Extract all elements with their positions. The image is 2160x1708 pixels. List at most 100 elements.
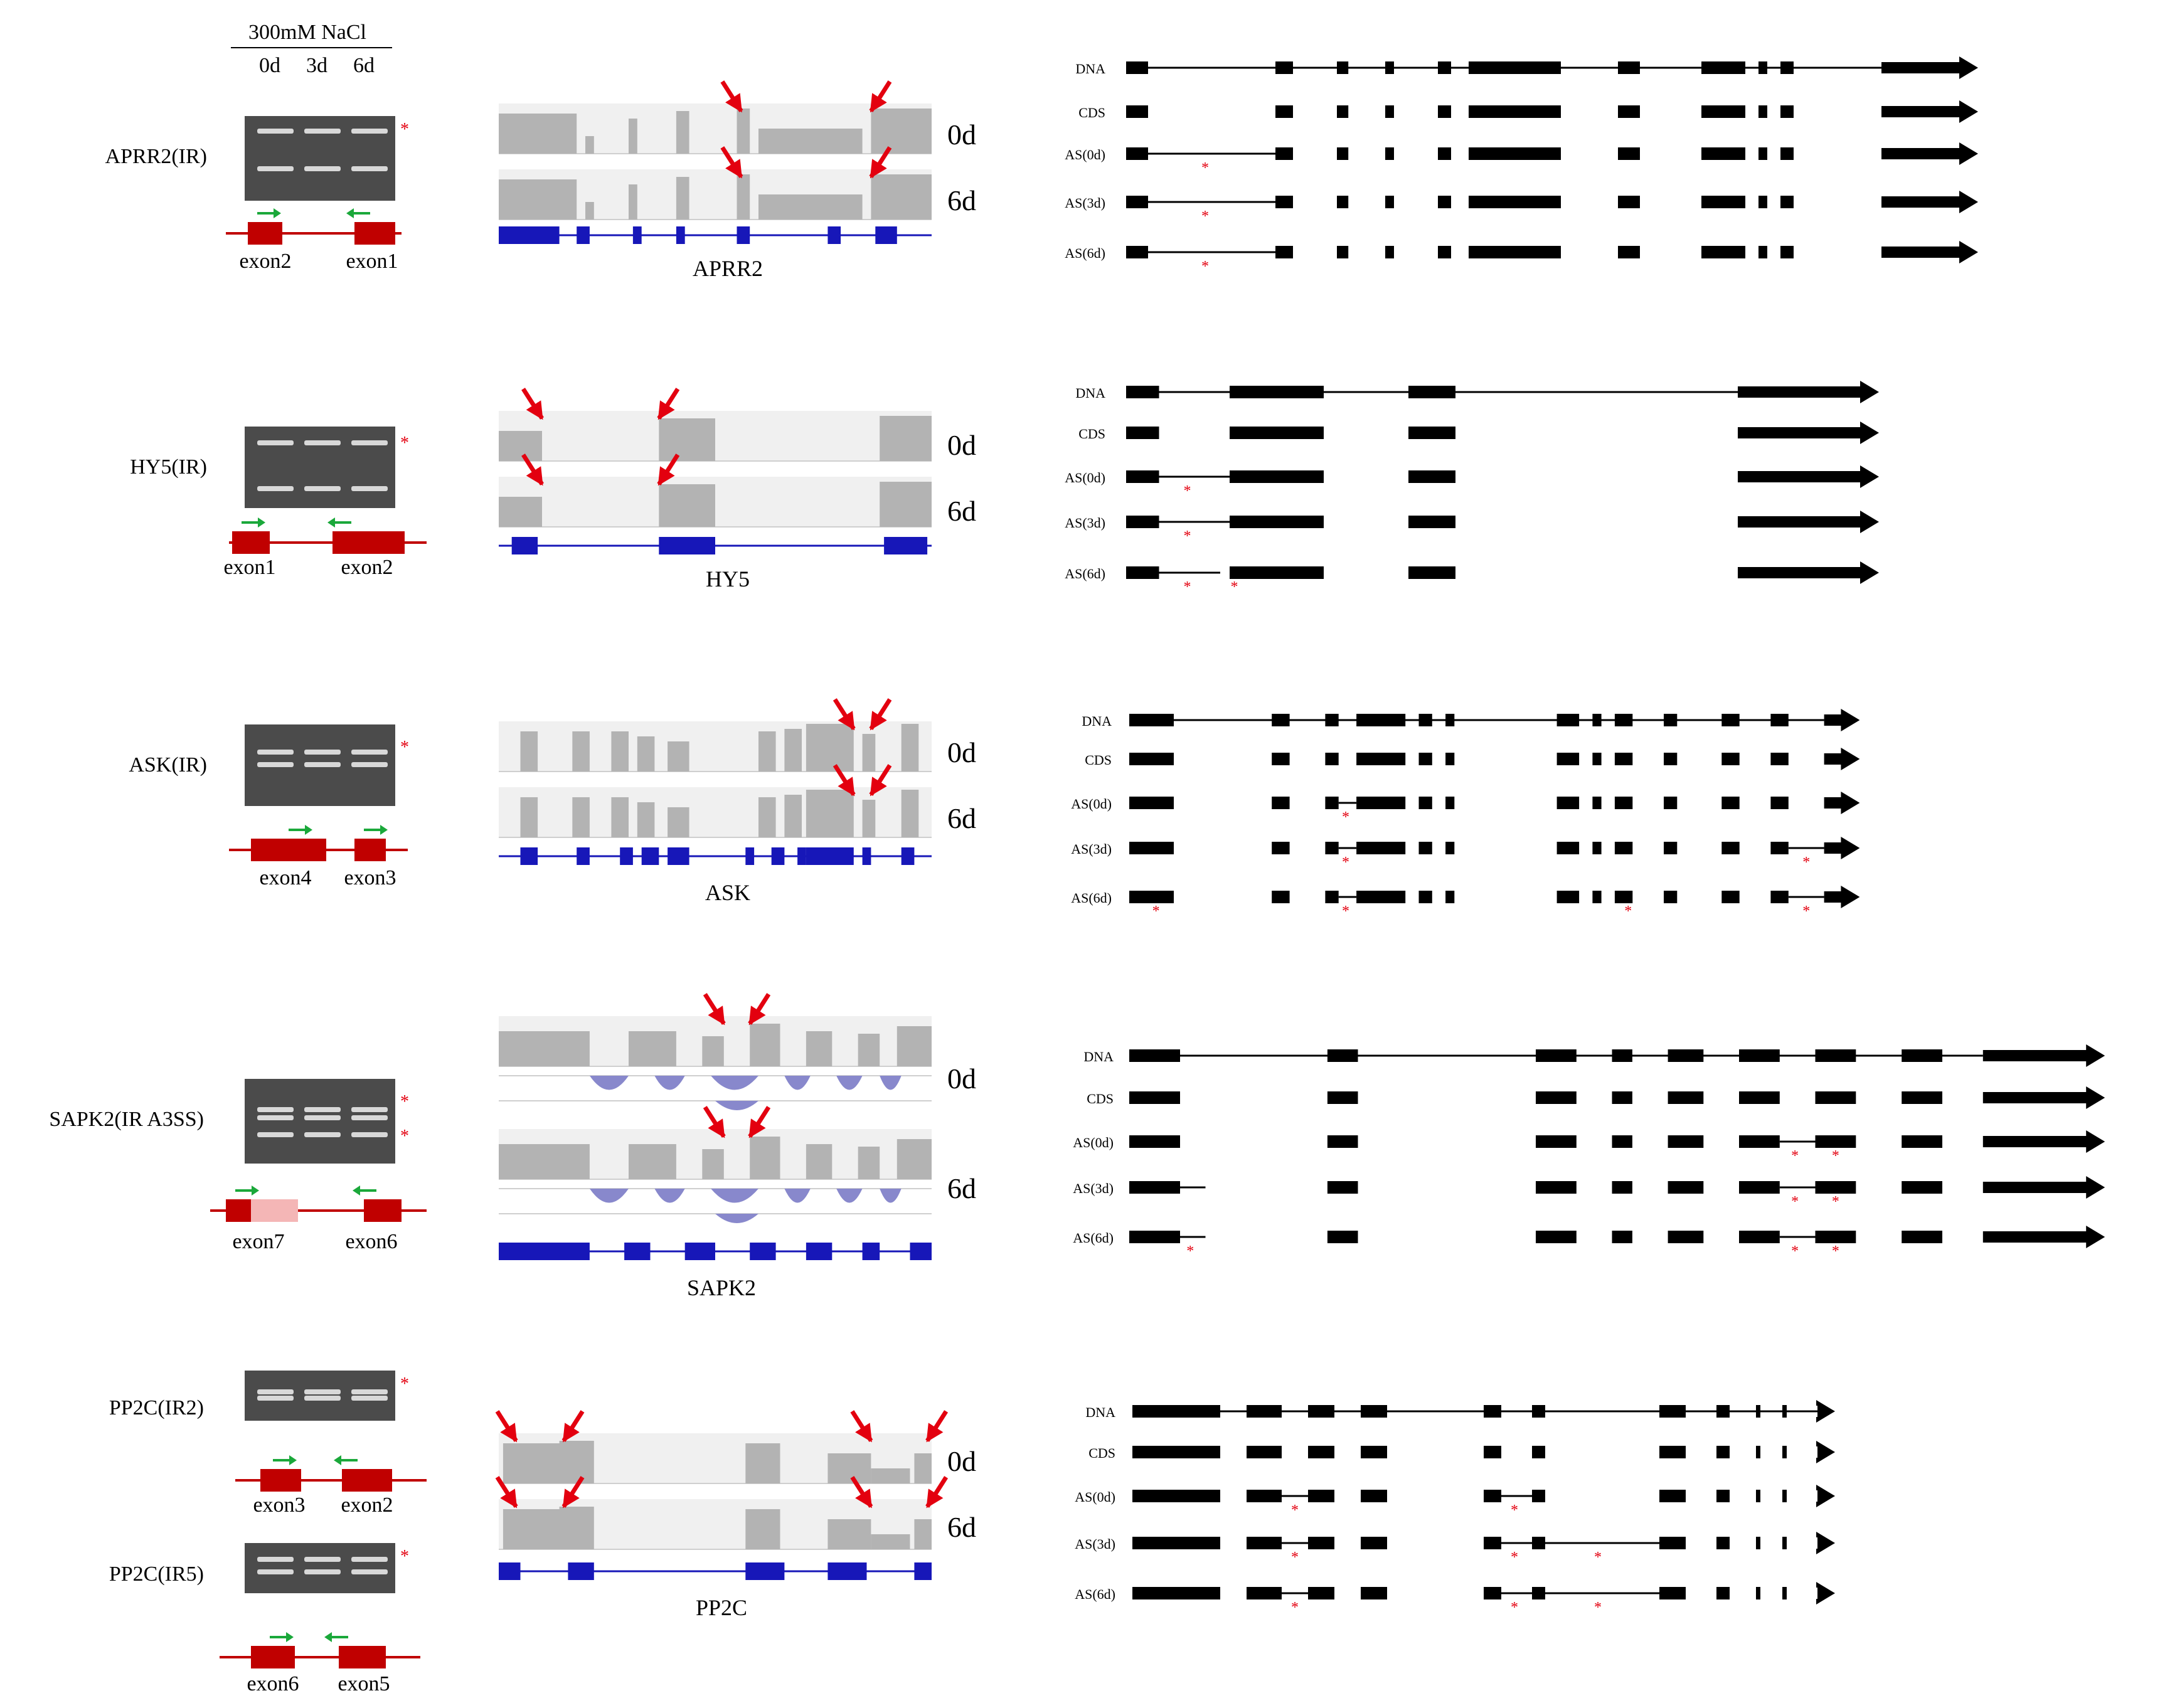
- gel-star-marker: *: [400, 1547, 409, 1566]
- red-arrow: [703, 993, 726, 1026]
- exon-block: [1129, 753, 1174, 765]
- day-label-3d: 3d: [306, 54, 327, 77]
- coverage-track-panel: [499, 698, 932, 865]
- gel-band: [351, 129, 388, 134]
- coverage-block: [737, 174, 750, 220]
- exon-block: [1247, 1490, 1282, 1502]
- exon-block: [1408, 516, 1455, 528]
- coverage-background: [499, 787, 932, 837]
- exon-block: [1618, 105, 1640, 118]
- gene-exon: [806, 1243, 833, 1260]
- exon-block: [1815, 1091, 1856, 1104]
- track-label-6d: 6d: [947, 1511, 976, 1543]
- gel-band: [257, 440, 294, 445]
- exon-block: [1756, 1490, 1760, 1502]
- sashimi-arc: [654, 1076, 685, 1090]
- day-label-6d: 6d: [353, 54, 375, 77]
- exon-block: [1408, 386, 1455, 398]
- gel-star-marker: *: [400, 1092, 409, 1111]
- exon-block: [1536, 1091, 1577, 1104]
- coverage-block: [871, 1468, 910, 1483]
- coverage-block: [784, 729, 802, 772]
- exon-block: [1438, 105, 1451, 118]
- primer-arrowhead: [346, 208, 354, 218]
- exon-block: [1129, 1135, 1180, 1148]
- exon-arrow: [1738, 465, 1879, 488]
- exon-block: [1129, 1231, 1180, 1243]
- red-arrow: [495, 1476, 518, 1509]
- gene-exon: [827, 1562, 867, 1580]
- exon-block: [1484, 1446, 1501, 1458]
- coverage-block: [629, 184, 637, 220]
- exon-block: [1902, 1231, 1942, 1243]
- gel-band: [257, 1396, 294, 1401]
- exon-block: [1308, 1587, 1334, 1599]
- primer-arrowhead: [324, 1632, 332, 1642]
- exon-block: [1445, 797, 1455, 809]
- coverage-block: [750, 1024, 780, 1066]
- exon-label: exon6: [247, 1672, 299, 1695]
- coverage-block: [745, 1443, 780, 1483]
- model-row-label: AS(6d): [1065, 245, 1105, 261]
- gene-exon: [884, 537, 928, 554]
- exon-block: [1356, 891, 1406, 903]
- exon-block: [1668, 1049, 1704, 1062]
- exon-block: [1337, 246, 1349, 258]
- track-gene-name: PP2C: [696, 1595, 747, 1620]
- as-star-marker: *: [1832, 1243, 1839, 1260]
- exon-block: [1612, 1135, 1632, 1148]
- exon-block: [1327, 1049, 1358, 1062]
- as-star-marker: *: [1184, 579, 1191, 595]
- gel-band: [351, 1132, 388, 1137]
- exon-block: [1780, 196, 1794, 208]
- gel-band: [304, 1396, 341, 1401]
- track-gene-name: SAPK2: [687, 1275, 756, 1300]
- exon-block: [1408, 566, 1455, 579]
- exon-block: [1618, 61, 1640, 74]
- gel-image: *: [245, 427, 409, 508]
- exon-block: [1230, 386, 1324, 398]
- gel-band: [257, 1107, 294, 1112]
- model-row-label: DNA: [1075, 385, 1105, 401]
- exon-block: [1247, 1405, 1282, 1418]
- exon-arrow: [1824, 792, 1860, 814]
- exon-box: [333, 531, 405, 554]
- gel-label-pp2c-ir2: PP2C(IR2): [109, 1396, 204, 1419]
- exon-block: [1275, 105, 1293, 118]
- exon-block: [1536, 1181, 1577, 1194]
- coverage-block: [880, 482, 932, 527]
- exon-box: [354, 222, 395, 245]
- exon-block: [1701, 147, 1745, 160]
- coverage-block: [806, 1144, 833, 1179]
- as-star-marker: *: [1342, 854, 1349, 871]
- coverage-block: [758, 129, 863, 154]
- gel-image: *: [245, 724, 409, 806]
- exon-arrow: [1982, 1130, 2105, 1153]
- exon-block: [1614, 891, 1633, 903]
- exon-block: [1612, 1181, 1632, 1194]
- exon-block: [1556, 714, 1580, 726]
- exon-block: [1739, 1181, 1780, 1194]
- exon-arrow: [1738, 511, 1879, 533]
- exon-arrow: [1816, 1400, 1835, 1423]
- gel-background: [245, 1543, 395, 1593]
- gene-exon: [797, 847, 806, 865]
- exon-block: [1129, 797, 1174, 809]
- model-row-label: AS(0d): [1075, 1489, 1115, 1505]
- exon-block: [1126, 105, 1148, 118]
- exon-block: [1126, 516, 1159, 528]
- track-label-6d: 6d: [947, 802, 976, 834]
- exon-block: [1308, 1446, 1334, 1458]
- exon-block: [1356, 714, 1406, 726]
- coverage-block: [914, 1453, 932, 1483]
- gene-exon: [499, 226, 560, 244]
- exon-block: [1618, 246, 1640, 258]
- gene-exon: [499, 1562, 521, 1580]
- exon-block: [1716, 1587, 1730, 1599]
- exon-block: [1272, 753, 1290, 765]
- gel-band: [257, 1115, 294, 1120]
- exon-block: [1782, 1490, 1787, 1502]
- exon-block: [1758, 147, 1767, 160]
- exon-arrow: [1982, 1086, 2105, 1109]
